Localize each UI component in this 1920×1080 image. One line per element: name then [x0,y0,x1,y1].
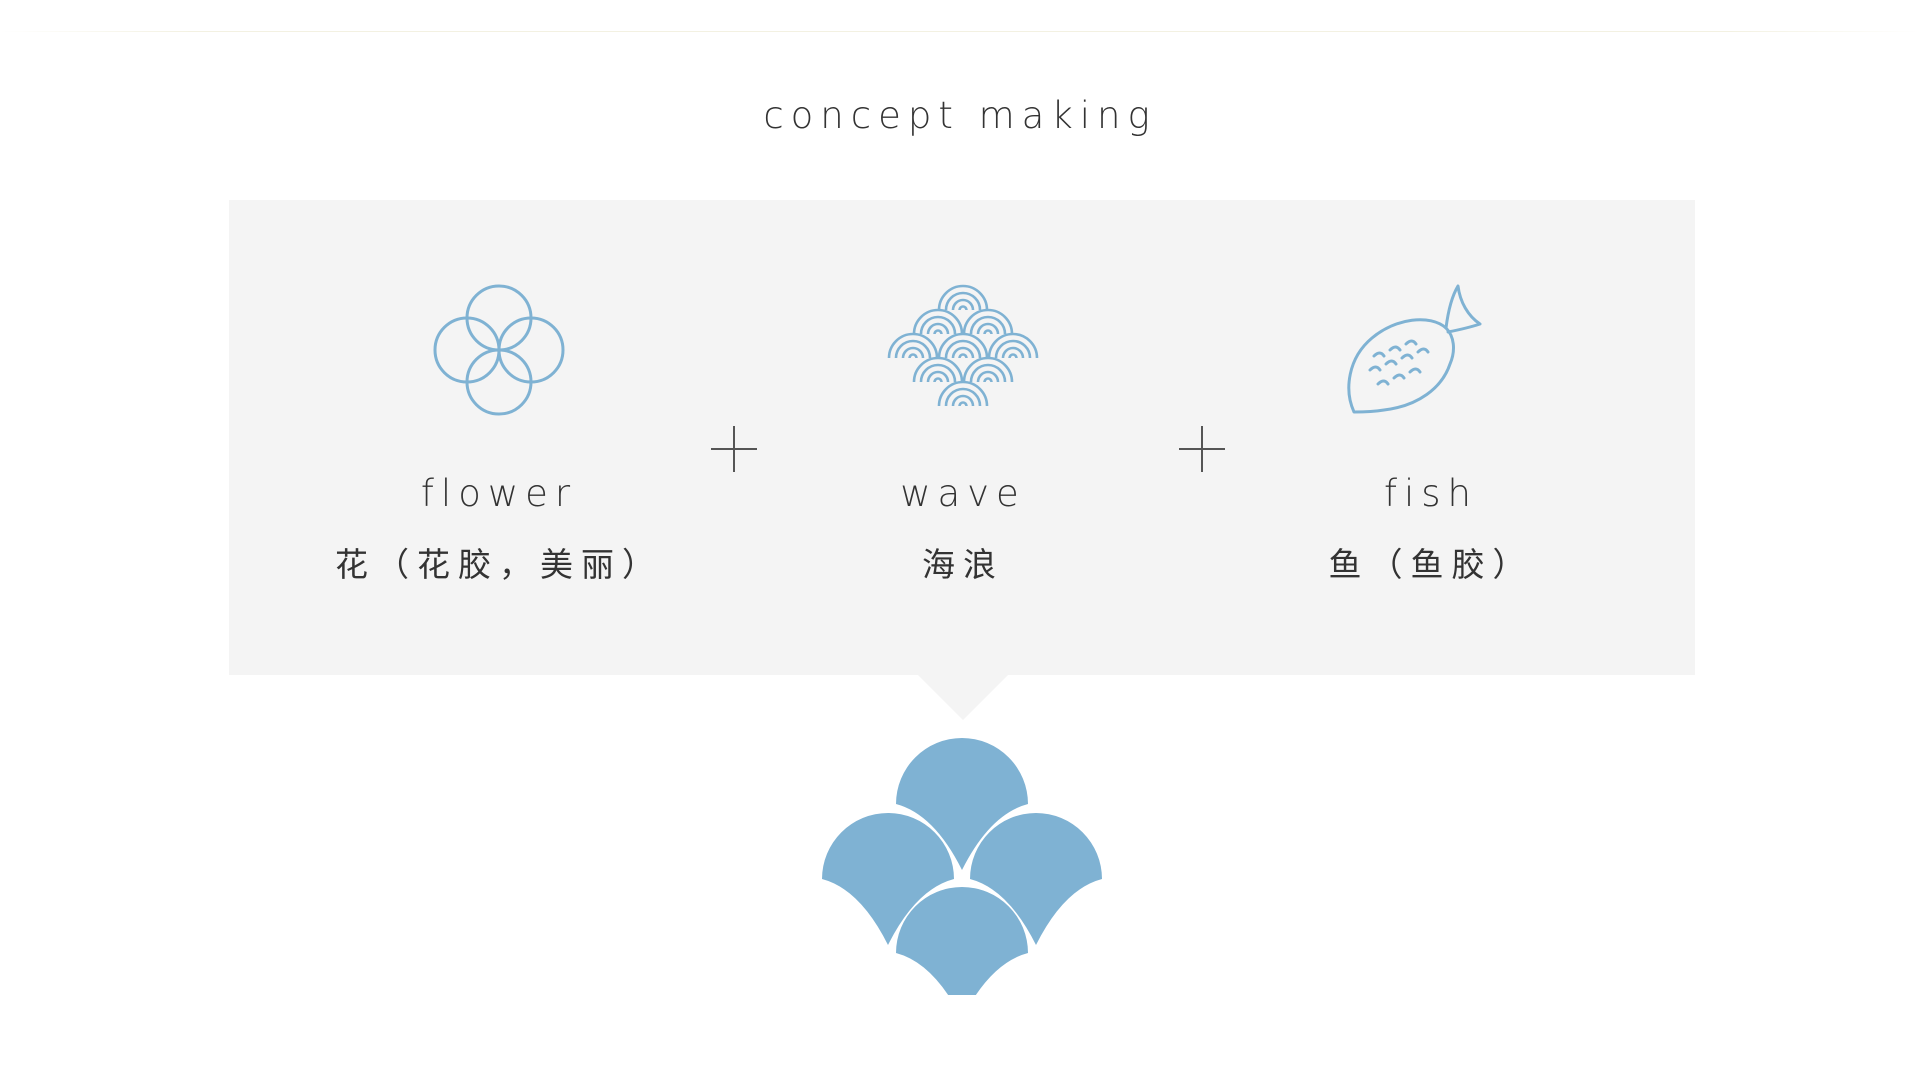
concept-flower-en: flower [420,472,578,515]
wave-icon [887,284,1039,408]
wave-scale-logo [822,738,1102,995]
top-divider [0,31,1920,32]
plus-sign-2 [1179,426,1225,472]
concept-wave-zh: 海浪 [922,545,1004,584]
concept-panel: flower 花（花胶，美丽） [229,200,1695,675]
concept-wave: wave 海浪 [733,200,1193,675]
page-title: concept making [763,94,1157,137]
flower-icon [433,284,565,416]
concept-flower: flower 花（花胶，美丽） [269,200,729,675]
concept-flower-zh: 花（花胶，美丽） [335,545,663,584]
concept-fish-zh: 鱼（鱼胶） [1328,545,1534,584]
concept-fish: fish 鱼（鱼胶） [1201,200,1661,675]
concept-wave-en: wave [900,472,1026,515]
concept-fish-en: fish [1383,472,1479,515]
panel-pointer [917,674,1009,720]
fish-icon [1347,284,1482,414]
plus-sign-1 [711,426,757,472]
